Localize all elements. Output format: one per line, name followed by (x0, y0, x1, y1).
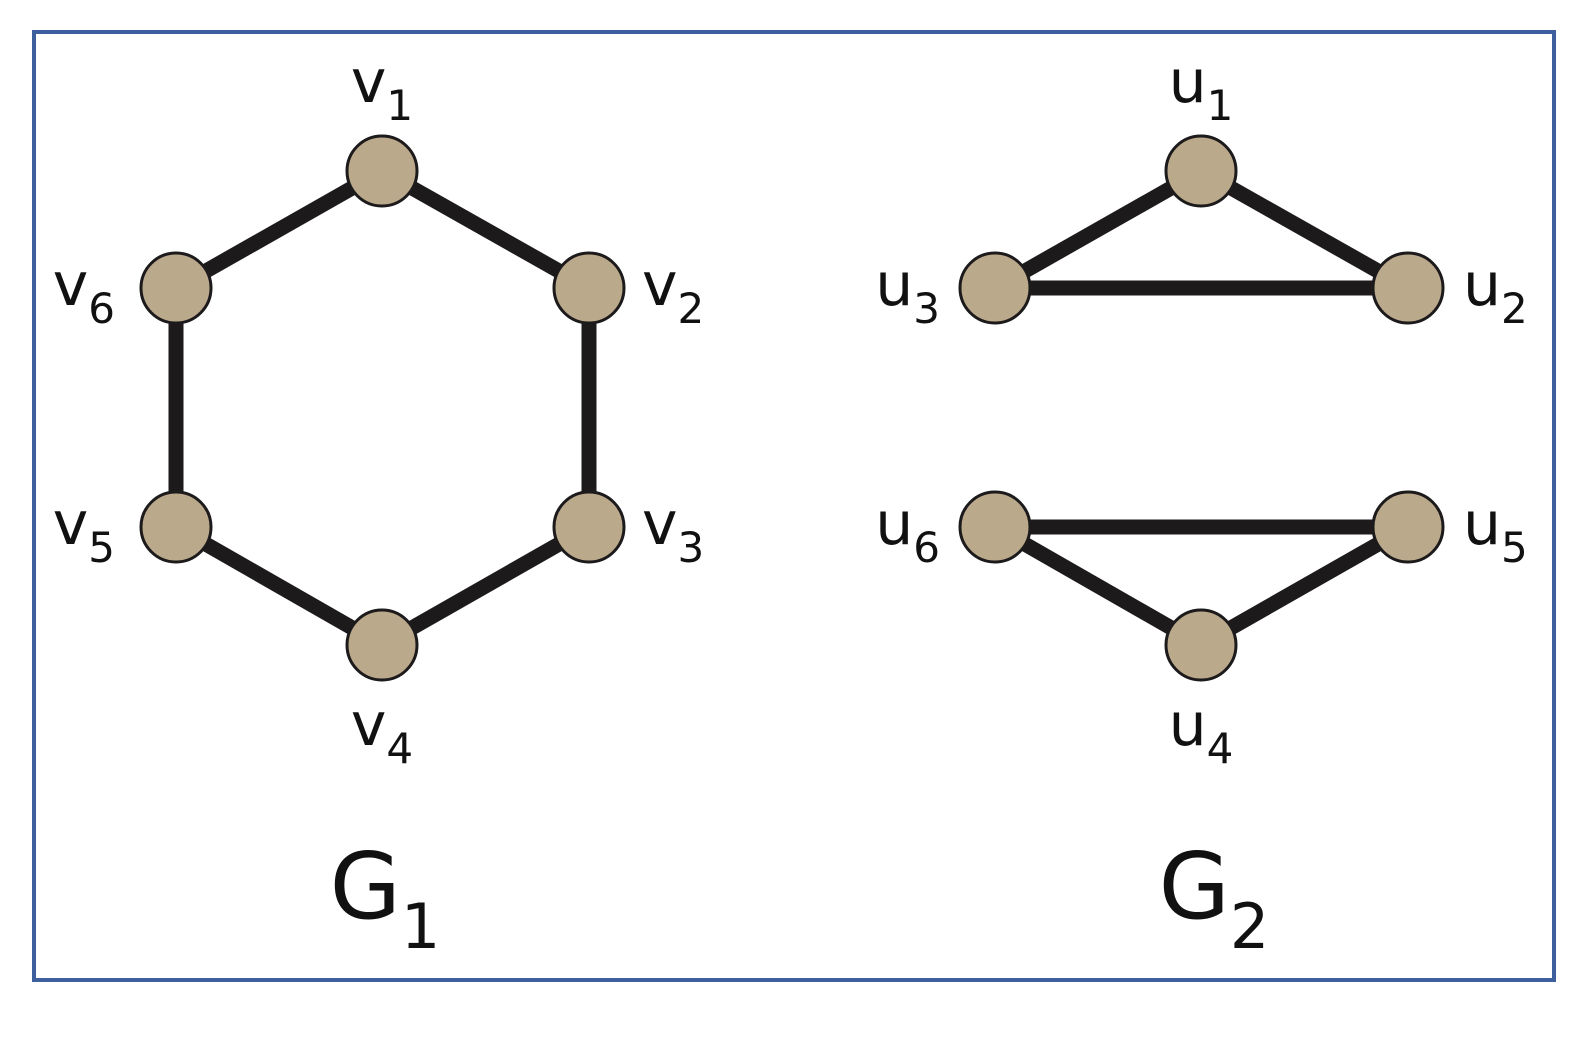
node-label-base: u (875, 250, 913, 320)
node-label-v5: v5 (53, 489, 115, 572)
node-label-v2: v2 (642, 250, 704, 333)
node-label-base: v (642, 250, 678, 320)
node-v5 (139, 490, 213, 564)
node-label-base: u (1169, 47, 1207, 117)
nodes-layer (139, 134, 1445, 682)
graph-title-g2: G2 (1159, 833, 1270, 963)
graph-title-base: G (330, 833, 401, 940)
node-label-base: u (1169, 690, 1207, 760)
graph-title-subscript: 2 (1230, 890, 1269, 963)
node-label-subscript: 3 (678, 523, 705, 572)
node-u4 (1164, 608, 1238, 682)
node-label-subscript: 6 (913, 523, 940, 572)
node-label-subscript: 6 (88, 284, 115, 333)
node-label-v1: v1 (351, 47, 413, 130)
node-v4 (345, 608, 419, 682)
node-v1 (345, 134, 419, 208)
edge-v6-v1 (172, 164, 386, 295)
node-label-u2: u2 (1463, 250, 1528, 333)
node-label-u1: u1 (1169, 47, 1234, 130)
node-label-v4: v4 (351, 690, 413, 773)
edge-v4-v5 (172, 520, 386, 652)
node-label-subscript: 4 (1207, 724, 1234, 773)
graph-title-subscript: 1 (401, 890, 440, 963)
node-label-u4: u4 (1169, 690, 1234, 773)
node-u6 (958, 490, 1032, 564)
node-v3 (552, 490, 626, 564)
node-label-base: u (875, 489, 913, 559)
node-v2 (552, 251, 626, 325)
node-label-subscript: 2 (1501, 284, 1528, 333)
node-u3 (958, 251, 1032, 325)
node-label-subscript: 2 (678, 284, 705, 333)
edge-u1-u3 (991, 164, 1205, 295)
node-label-subscript: 1 (1207, 81, 1234, 130)
edge-v1-v2 (378, 164, 593, 295)
node-label-v3: v3 (642, 489, 704, 572)
node-label-v6: v6 (53, 250, 115, 333)
node-label-base: u (1463, 250, 1501, 320)
edge-v3-v4 (378, 520, 593, 652)
node-label-subscript: 5 (1501, 523, 1528, 572)
node-u1 (1164, 134, 1238, 208)
node-u5 (1371, 490, 1445, 564)
node-label-base: v (642, 489, 678, 559)
node-label-u3: u3 (875, 250, 940, 333)
edge-u4-u5 (1197, 520, 1412, 652)
node-label-base: u (1463, 489, 1501, 559)
edge-u1-u2 (1197, 164, 1412, 295)
graph-title-g1: G1 (330, 833, 441, 963)
node-label-base: v (351, 690, 387, 760)
node-label-u5: u5 (1463, 489, 1528, 572)
node-label-subscript: 5 (88, 523, 115, 572)
graph-title-base: G (1159, 833, 1230, 940)
node-label-subscript: 3 (913, 284, 940, 333)
node-u2 (1371, 251, 1445, 325)
edges-layer (168, 164, 1412, 652)
node-label-base: v (53, 489, 89, 559)
node-label-subscript: 4 (386, 724, 413, 773)
diagram-frame (32, 30, 1556, 982)
node-label-subscript: 1 (386, 81, 413, 130)
node-v6 (139, 251, 213, 325)
node-label-base: v (53, 250, 89, 320)
node-label-base: v (351, 47, 387, 117)
edge-u4-u6 (991, 520, 1205, 652)
node-label-u6: u6 (875, 489, 940, 572)
